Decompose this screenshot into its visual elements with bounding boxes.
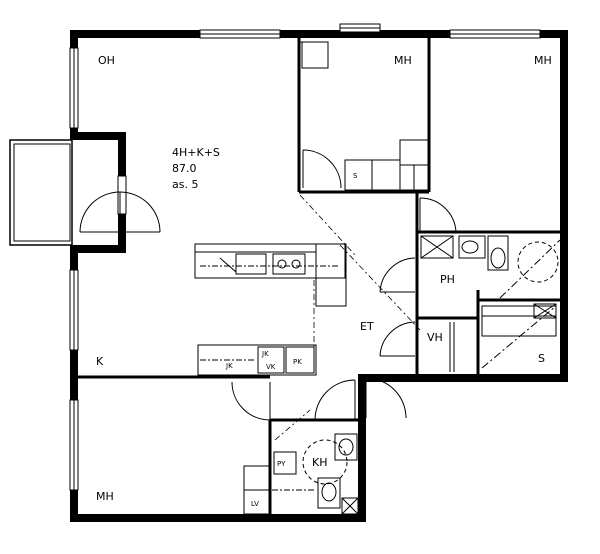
fixture-label-py: PY	[277, 460, 286, 468]
balcony	[9, 139, 161, 246]
exterior-walls	[70, 30, 568, 522]
fixture-label-s: S	[353, 172, 358, 180]
fixture-label-pk: PK	[293, 358, 302, 366]
apartment-unit: as. 5	[172, 178, 198, 191]
room-label-sauna: S	[538, 352, 545, 365]
kitchen-counter	[194, 243, 347, 376]
bathroom-fixtures	[420, 235, 561, 372]
room-label-mh-top-middle: MH	[394, 54, 412, 67]
fixture-label-vk: VK	[266, 363, 276, 371]
room-label-mh-bottom-left: MH	[96, 490, 114, 503]
circulation-lines	[274, 194, 421, 441]
apartment-area: 87.0	[172, 162, 197, 175]
interior-walls	[78, 38, 560, 514]
partitions	[300, 41, 429, 191]
labels: OH 4H+K+S 87.0 as. 5 MH MH K ET PH S VH …	[96, 54, 552, 508]
room-label-kitchen: K	[96, 355, 104, 368]
room-label-vh: VH	[427, 331, 443, 344]
room-label-mh-top-right: MH	[534, 54, 552, 67]
room-label-entry: ET	[360, 320, 374, 333]
fixture-label-kitchen-mark: JK	[225, 362, 233, 370]
fixture-label-lv: LV	[251, 500, 259, 508]
fixture-label-jk: JK	[261, 350, 269, 358]
toilet-fixtures	[243, 433, 359, 515]
room-label-oh: OH	[98, 54, 115, 67]
doors	[231, 149, 457, 421]
room-label-kh: KH	[312, 456, 328, 469]
windows	[69, 23, 541, 491]
room-label-bathroom: PH	[440, 273, 455, 286]
apartment-type: 4H+K+S	[172, 146, 220, 159]
